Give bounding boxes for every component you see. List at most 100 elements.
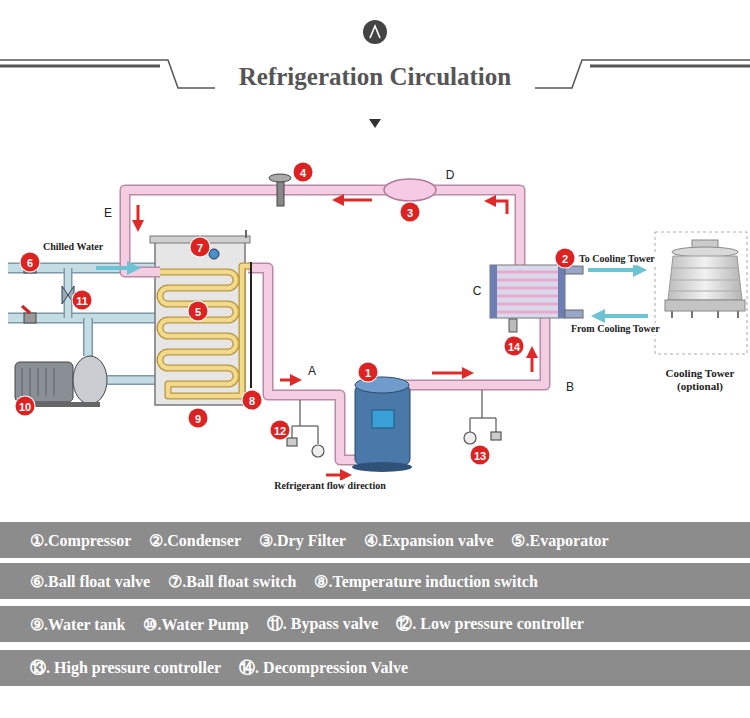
callout-number: 6 (21, 253, 40, 272)
key-entry: ④.Expansion valve (364, 531, 494, 550)
water-pipe (8, 314, 155, 322)
key-entry: ③.Dry Filter (259, 531, 346, 550)
legend-band: ⑬. High pressure controller⑭. Decompress… (0, 650, 750, 686)
refrigerant-pipe (400, 318, 545, 385)
dry-filter (384, 179, 436, 201)
water-pipe (85, 318, 92, 356)
text-label: Cooling Tower (optional) (651, 367, 749, 392)
high-pressure-controller (481, 390, 482, 418)
expansion-valve (269, 174, 291, 206)
callout-number: 13 (471, 446, 490, 465)
flow-arrow (280, 379, 296, 382)
key-entry: ⑫. Low pressure controller (396, 614, 584, 635)
title-decoration (0, 20, 750, 128)
condenser (565, 310, 583, 318)
flow-arrow (338, 199, 372, 202)
callout-number: 11 (73, 291, 92, 310)
key-entry: ⑤.Evaporator (511, 531, 608, 550)
cooling-tower (669, 291, 741, 292)
water-pipe-outline (107, 375, 155, 385)
text-label: From Cooling Tower (570, 323, 661, 335)
refrigerant-pipes (125, 190, 545, 460)
flow-arrow (490, 201, 507, 214)
key-entry: ⑨.Water tank (30, 615, 125, 634)
callout-number: 3 (401, 203, 420, 222)
condenser (490, 265, 583, 318)
title: Refrigeration Circulation (239, 63, 511, 91)
key-entry: ⑧.Temperature induction switch (314, 572, 537, 591)
condenser (497, 279, 558, 282)
title-decoration (590, 65, 750, 68)
callout-number: 9 (189, 409, 208, 428)
cooling-tower (665, 300, 745, 311)
compressor (355, 385, 410, 465)
key-entry: ⑩.Water Pump (143, 615, 248, 634)
high-pressure-controller (495, 418, 496, 432)
ball-valve (22, 306, 30, 313)
key-entry: ⑬. High pressure controller (30, 658, 221, 679)
refrigerant-pipe-outline (400, 318, 545, 385)
title-decoration (369, 119, 381, 128)
callout-number: 5 (189, 302, 208, 321)
condenser (490, 265, 565, 318)
title-decoration (0, 60, 215, 88)
key-entry: ②.Condenser (149, 531, 241, 550)
compressor (352, 377, 412, 472)
water-pump (30, 402, 100, 407)
callout-number: 1 (359, 363, 378, 382)
callout-number: 2 (556, 249, 575, 268)
cooling-tower (671, 311, 673, 318)
evaporator-coil (160, 266, 250, 396)
cooling-tower (668, 256, 742, 300)
point-letter: B (565, 381, 575, 395)
float-switch (209, 249, 219, 259)
title-decoration (535, 60, 750, 88)
water-tank (245, 230, 247, 238)
water-pump (30, 368, 31, 396)
callout-number: 7 (191, 238, 210, 257)
legend-band: ①.Compressor②.Condenser③.Dry Filter④.Exp… (0, 522, 750, 558)
low-pressure-controller (291, 426, 292, 438)
text-label: To Cooling Tower (578, 253, 656, 265)
low-pressure-controller (317, 426, 318, 444)
key-entry: ⑪. Bypass valve (267, 614, 379, 635)
low-pressure-controller (299, 400, 300, 426)
text-label: Chilled Water (42, 241, 104, 253)
low-pressure-controller (287, 400, 324, 457)
callout-number: 4 (294, 163, 313, 182)
high-pressure-controller (464, 432, 476, 444)
callout-number: 14 (505, 337, 524, 356)
callout-number: 12 (271, 421, 290, 440)
high-pressure-controller (470, 417, 496, 418)
refrigerant-pipe-outline (248, 268, 356, 460)
dry-filter (384, 179, 436, 201)
cooling-tower (737, 311, 739, 318)
water-pump (54, 368, 55, 396)
legend-band: ⑨.Water tank ⑩.Water Pump ⑪. Bypass valve ⑫… (0, 606, 750, 642)
coil-outline (160, 266, 250, 396)
water-pump (38, 368, 39, 396)
cooling-tower (655, 232, 747, 354)
compressor (352, 462, 412, 472)
temperature-sensor (251, 262, 252, 388)
legend-band: ⑥.Ball float valve⑦.Ball float switch⑧.T… (0, 563, 750, 599)
condenser (558, 265, 565, 318)
cooling-tower (671, 268, 739, 269)
flow-arrow (96, 266, 134, 270)
flow-arrow (588, 268, 640, 272)
condenser (497, 295, 558, 298)
cooling-tower (691, 311, 693, 318)
flow-arrow (531, 352, 534, 372)
water-pump (22, 368, 54, 396)
decompression-valve (509, 319, 517, 332)
water-tank (150, 230, 250, 405)
ball-valve (24, 313, 36, 323)
water-pipe (107, 377, 155, 384)
point-letter: E (103, 207, 113, 221)
condenser (497, 311, 558, 314)
cooling-tower (672, 311, 738, 318)
title-decoration (370, 26, 380, 38)
condenser (490, 265, 497, 318)
decompression-valve (509, 319, 517, 332)
